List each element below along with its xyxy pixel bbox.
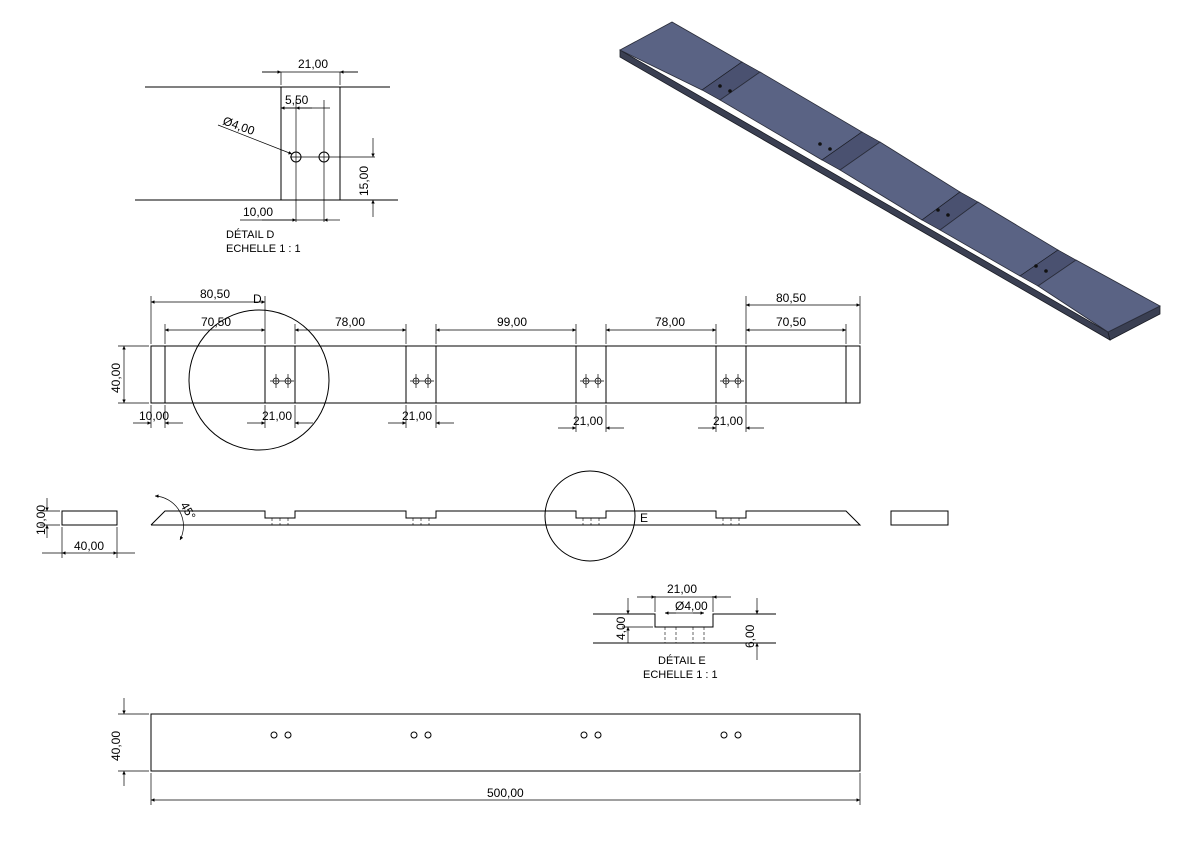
bottom-height-dim: 40,00 [109, 731, 123, 761]
front-left-outer-dim: 80,50 [200, 287, 230, 301]
front-gap-1-dim: 78,00 [335, 315, 365, 329]
detail-d-x-dim: 10,00 [243, 205, 273, 219]
detail-e: 21,00 Ø4,00 4,00 6,00 DÉTAIL E ECHELLE 1… [593, 582, 776, 681]
detail-e-total-dim: 6,00 [743, 624, 757, 648]
side-view: 10,00 40,00 45° E [34, 470, 949, 562]
detail-d-circle [188, 309, 330, 451]
detail-d-title: DÉTAIL D [226, 228, 274, 241]
detail-e-label: E [640, 511, 648, 525]
detail-d-scale: ECHELLE 1 : 1 [226, 243, 301, 255]
front-view: D 80,50 70,50 78,00 99,00 78,00 80,50 [109, 287, 861, 451]
front-slot-4-dim: 21,00 [713, 414, 743, 428]
side-angle-dim: 45° [177, 500, 198, 523]
front-right-inner-dim: 70,50 [776, 315, 806, 329]
detail-e-hole-dim: Ø4,00 [675, 599, 708, 613]
front-slot-1-dim: 21,00 [262, 409, 292, 423]
detail-e-depth-dim: 4,00 [614, 616, 628, 640]
detail-e-title: DÉTAIL E [658, 654, 706, 667]
detail-d-label: D [253, 292, 262, 306]
detail-d-offset-dim: 5,50 [285, 93, 309, 107]
front-height-dim: 40,00 [109, 363, 123, 393]
detail-d-hole-dim: Ø4,00 [221, 114, 257, 138]
detail-e-width-dim: 21,00 [667, 582, 697, 596]
front-left-inner-dim: 70,50 [201, 315, 231, 329]
front-end-dim: 10,00 [139, 409, 169, 423]
isometric-view [619, 21, 1161, 341]
detail-d: 21,00 5,50 Ø4,00 15,00 10,00 DÉTAIL D EC… [135, 57, 398, 255]
front-right-outer-dim: 80,50 [776, 291, 806, 305]
side-thickness-dim: 10,00 [34, 505, 48, 535]
front-slot-2-dim: 21,00 [402, 409, 432, 423]
front-slot-3-dim: 21,00 [573, 414, 603, 428]
front-gap-3-dim: 78,00 [655, 315, 685, 329]
detail-e-circle [544, 470, 636, 562]
front-gap-2-dim: 99,00 [497, 315, 527, 329]
side-width-dim: 40,00 [74, 539, 104, 553]
detail-d-vertical-dim: 15,00 [357, 166, 371, 196]
bottom-view: 40,00 500,00 [109, 698, 861, 805]
bottom-length-dim: 500,00 [487, 786, 524, 800]
detail-e-scale: ECHELLE 1 : 1 [643, 669, 718, 681]
detail-d-width-dim: 21,00 [298, 57, 328, 71]
